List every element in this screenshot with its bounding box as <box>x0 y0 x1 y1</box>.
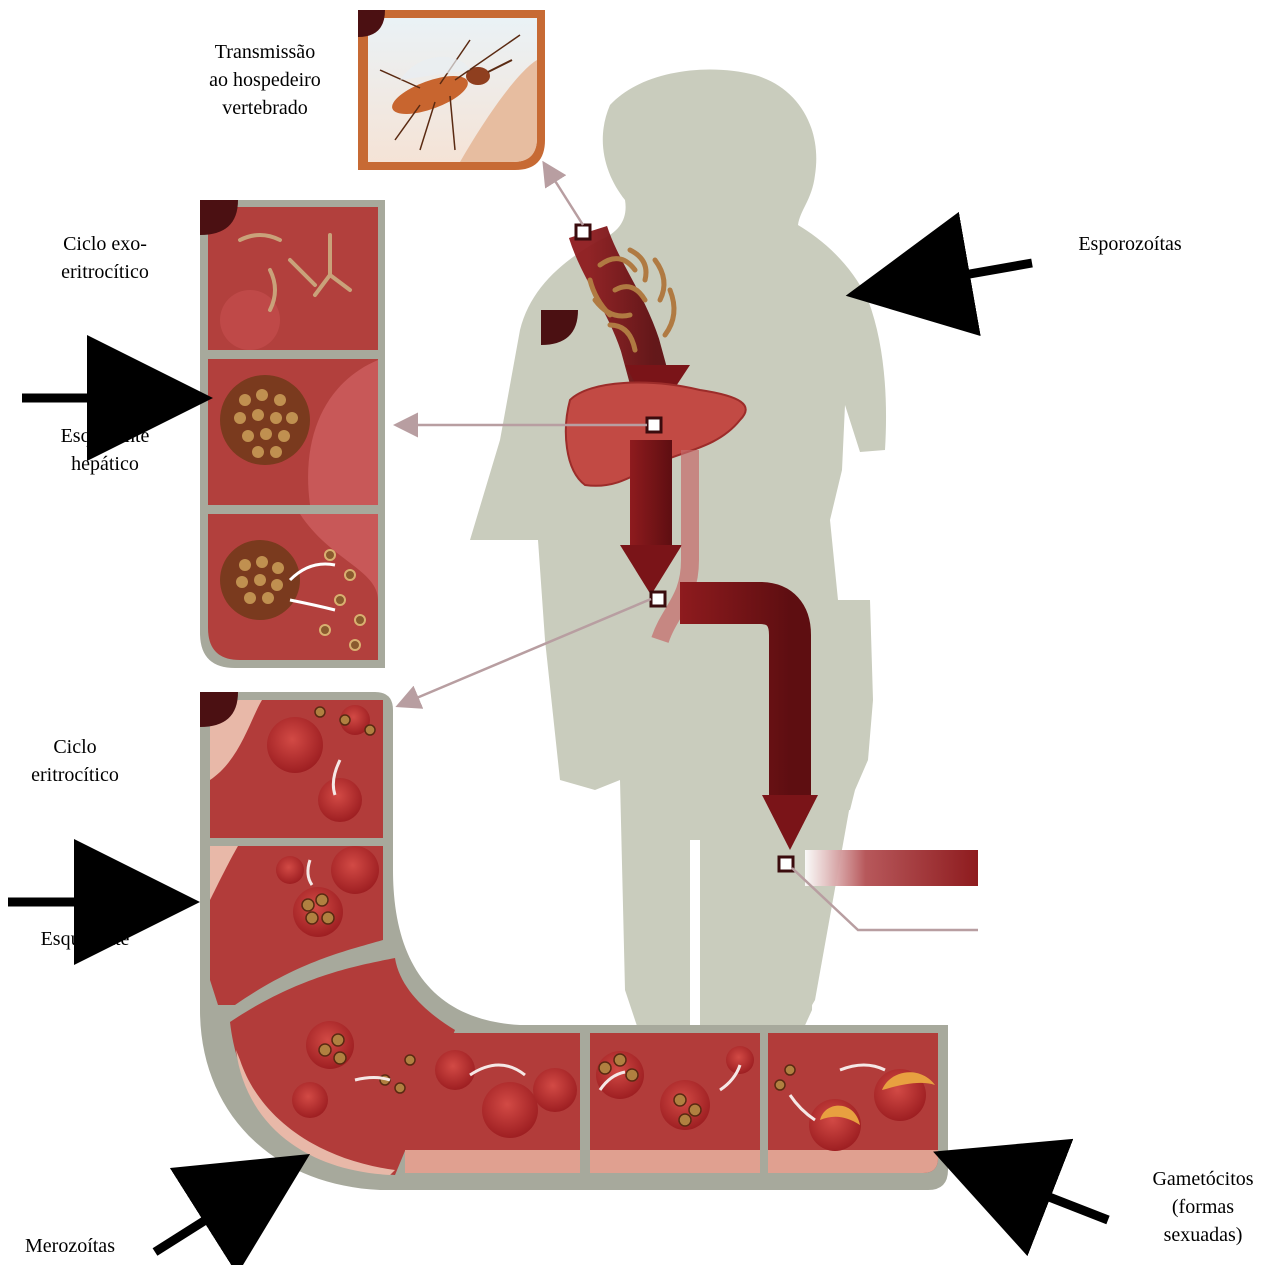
label-line: Esquizonte <box>30 422 180 450</box>
arrow-sporozoites <box>890 263 1032 288</box>
mosquito-panel <box>358 10 545 170</box>
label-line: Ciclo <box>5 733 145 761</box>
label-line: Gametócitos <box>1128 1165 1278 1193</box>
label-schizont: Esquizonte <box>10 925 160 953</box>
label-exo-cycle: Ciclo exo- eritrocítico <box>30 230 180 286</box>
label-line: (formas <box>1128 1193 1278 1221</box>
label-line: sexuadas) <box>1128 1221 1278 1249</box>
label-line: Merozoítas <box>0 1232 140 1260</box>
label-ery-cycle: Ciclo eritrocítico <box>5 733 145 789</box>
label-line: eritrocítico <box>5 761 145 789</box>
human-silhouette <box>470 69 886 1080</box>
label-line: hepático <box>30 450 180 478</box>
label-transmission: Transmissão ao hospedeiro vertebrado <box>185 38 345 122</box>
label-line: ao hospedeiro <box>185 66 345 94</box>
exo-erythrocytic-panels <box>200 200 385 668</box>
arrow-gametocytes <box>975 1168 1108 1220</box>
label-hepatic-schizont: Esquizonte hepático <box>30 422 180 478</box>
label-line: Esquizonte <box>10 925 160 953</box>
label-gametocytes: Gametócitos (formas sexuadas) <box>1128 1165 1278 1249</box>
label-line: Ciclo exo- <box>30 230 180 258</box>
label-line: vertebrado <box>185 94 345 122</box>
label-line: Esporozoítas <box>1055 230 1205 258</box>
arrow-merozoites <box>155 1178 272 1252</box>
label-sporozoites: Esporozoítas <box>1055 230 1205 258</box>
label-line: Transmissão <box>185 38 345 66</box>
label-merozoites: Merozoítas <box>0 1232 140 1260</box>
label-line: eritrocítico <box>30 258 180 286</box>
